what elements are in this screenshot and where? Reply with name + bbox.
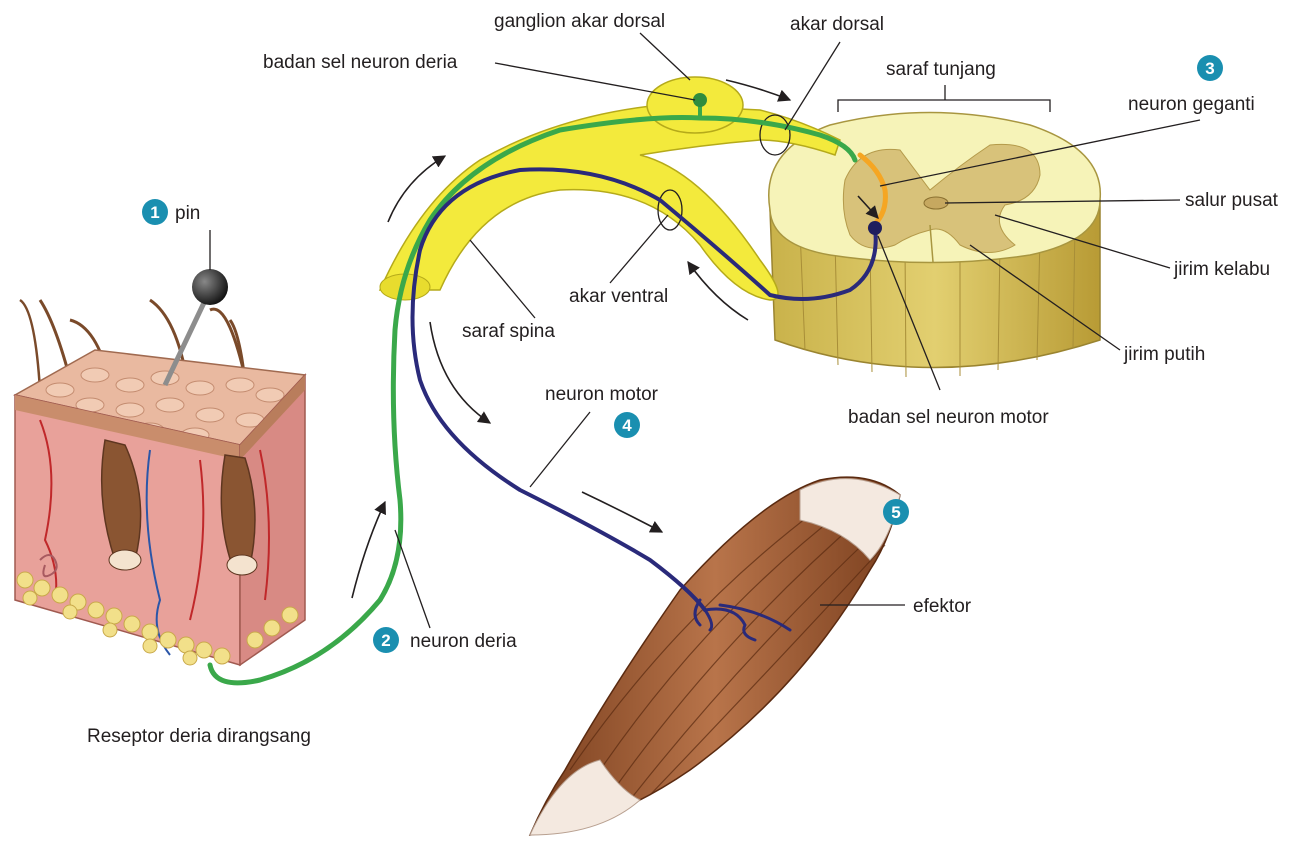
label-spinal-cord: saraf tunjang: [886, 59, 996, 80]
svg-text:4: 4: [622, 416, 632, 435]
skin-block: [15, 300, 305, 665]
step-badge-4: 4: [614, 412, 640, 438]
spinal-cord: [769, 113, 1101, 378]
step-badge-2: 2: [373, 627, 399, 653]
label-ganglion: ganglion akar dorsal: [494, 11, 665, 32]
label-motor-neuron: neuron motor: [545, 384, 659, 405]
step-badge-1: 1: [142, 199, 168, 225]
label-motor-cell-body: badan sel neuron motor: [848, 407, 1049, 428]
label-white-matter: jirim putih: [1123, 344, 1205, 365]
step-badge-3: 3: [1197, 55, 1223, 81]
svg-text:1: 1: [150, 203, 159, 222]
label-grey-matter: jirim kelabu: [1173, 259, 1270, 280]
label-ventral-root: akar ventral: [569, 286, 668, 307]
step-badge-5: 5: [883, 499, 909, 525]
arrow-icon: [352, 502, 385, 598]
label-spinal-nerve: saraf spina: [462, 321, 555, 342]
svg-text:2: 2: [381, 631, 390, 650]
label-central-canal: salur pusat: [1185, 190, 1279, 211]
label-interneuron: neuron geganti: [1128, 94, 1255, 115]
caption-receptor: Reseptor deria dirangsang: [87, 726, 311, 747]
label-sensory-cell-body: badan sel neuron deria: [263, 52, 458, 73]
muscle-effector: [530, 477, 900, 835]
label-effector: efektor: [913, 596, 972, 617]
motor-cell-body: [868, 221, 882, 235]
label-dorsal-root: akar dorsal: [790, 14, 884, 35]
sensory-cell-body: [693, 93, 707, 107]
svg-text:3: 3: [1205, 59, 1214, 78]
arrow-icon: [582, 492, 662, 532]
label-pin: pin: [175, 203, 200, 224]
label-sensory-neuron: neuron deria: [410, 631, 517, 652]
svg-text:5: 5: [891, 503, 900, 522]
